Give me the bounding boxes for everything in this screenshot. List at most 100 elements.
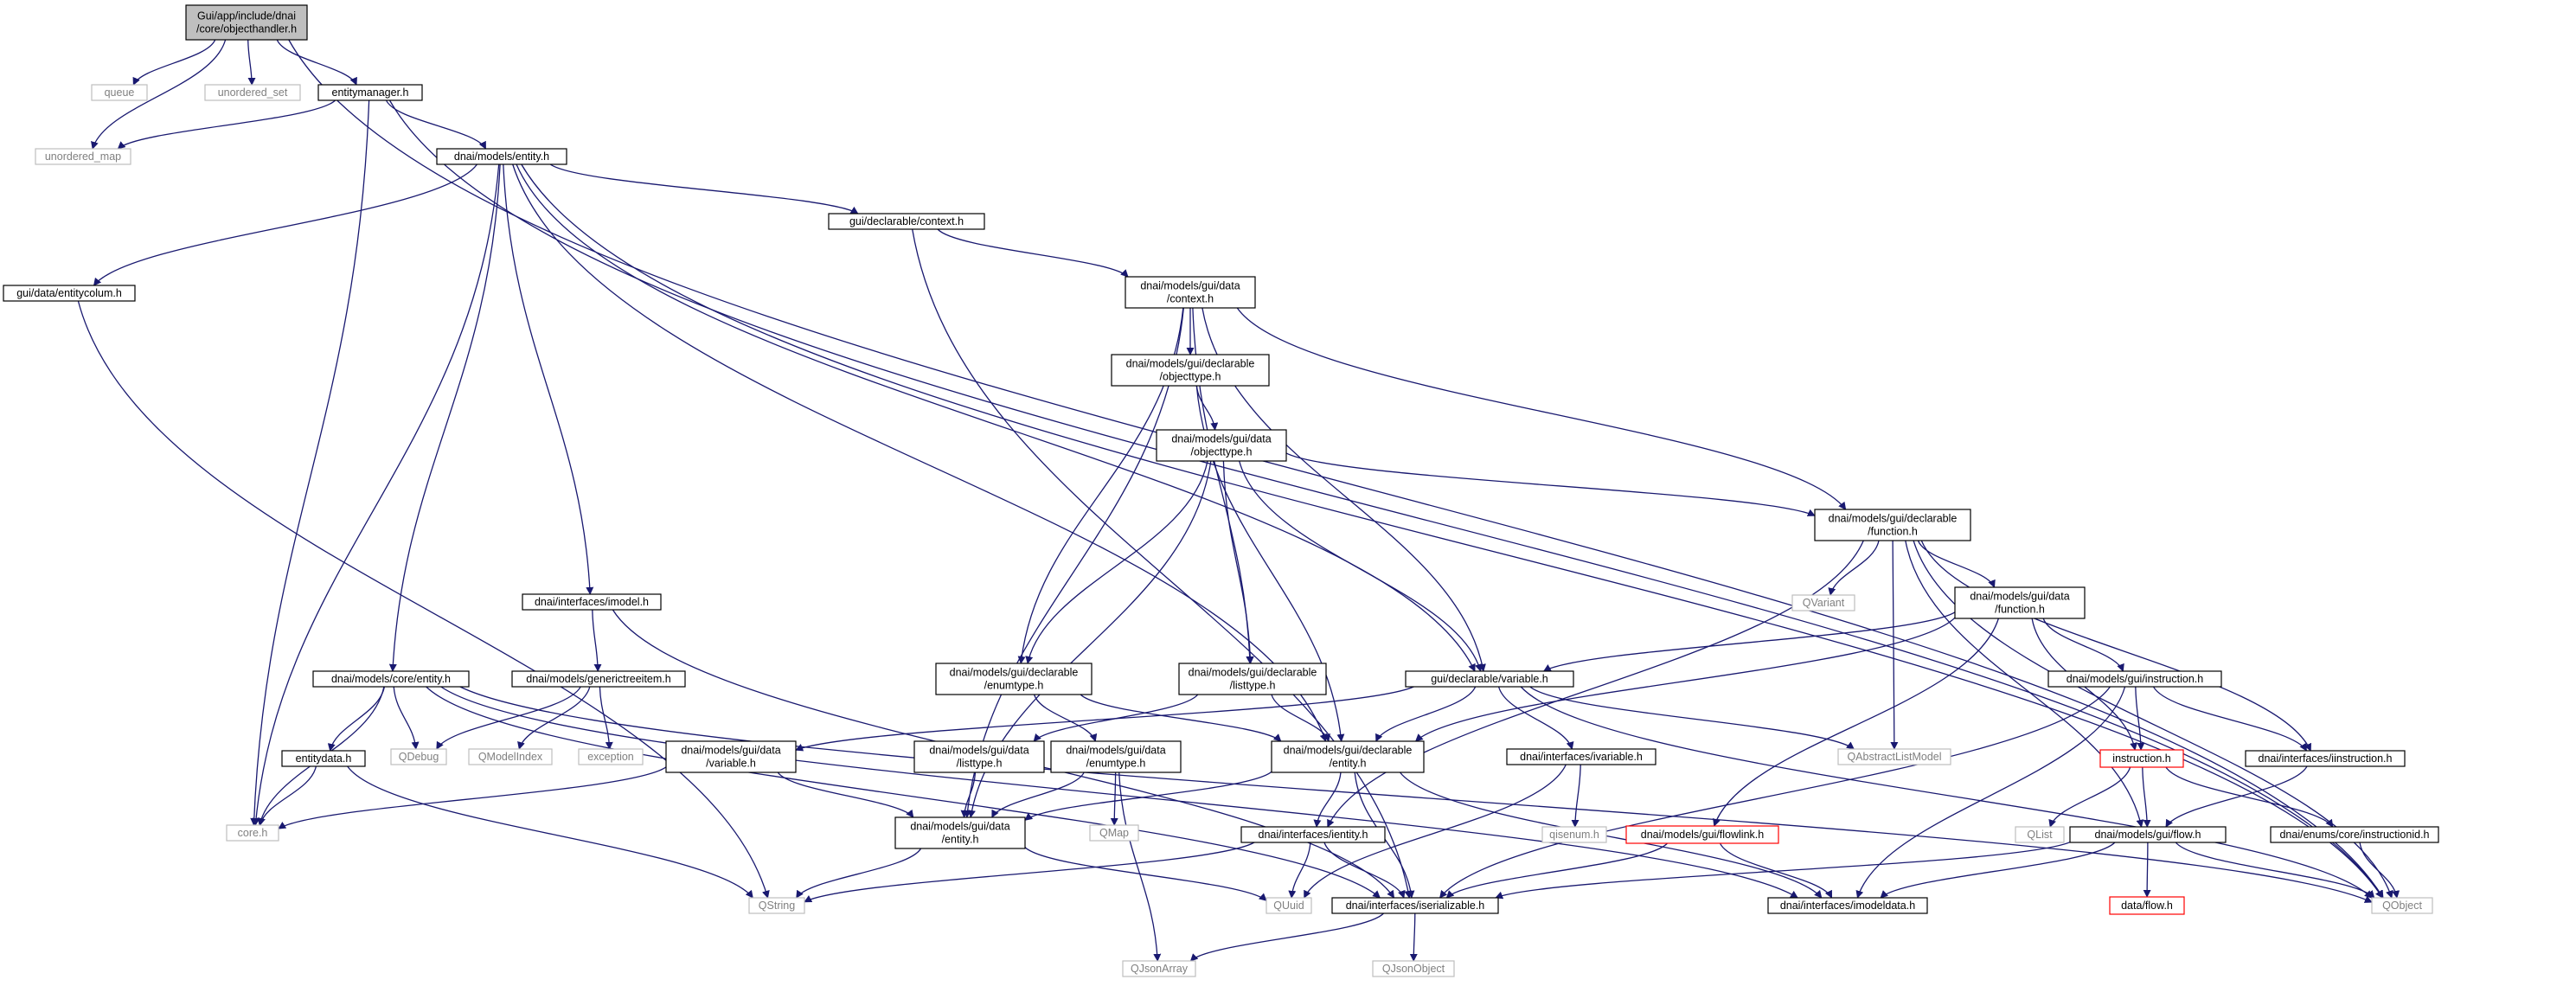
file-node-decl-listtype[interactable]: dnai/models/gui/declarable/listtype.h xyxy=(1178,663,1327,695)
file-node-label: dnai/models/gui/data xyxy=(1970,591,2069,603)
file-node-label: exception xyxy=(587,751,634,763)
file-node-root[interactable]: Gui/app/include/dnai/core/objecthandler.… xyxy=(185,4,308,41)
dependency-edge-core_entity-to-iserializable xyxy=(426,686,1381,899)
file-node-data-function[interactable]: dnai/models/gui/data/function.h xyxy=(1954,586,2086,619)
file-node-label: dnai/models/gui/data xyxy=(929,745,1028,757)
dependency-edge-entitydata-to-core_h xyxy=(258,765,317,826)
file-node-qstring: QString xyxy=(748,897,805,914)
dependency-edge-iinstruction-to-gui_flow xyxy=(2165,765,2308,828)
dependency-edge-entitymanager-to-unordered_map xyxy=(117,99,336,150)
file-node-gui-context[interactable]: gui/declarable/context.h xyxy=(828,213,985,230)
file-node-decl-entity[interactable]: dnai/models/gui/declarable/entity.h xyxy=(1271,740,1425,773)
file-node-label: dnai/models/gui/data xyxy=(681,745,780,757)
dependency-edge-gui_context-to-iserializable xyxy=(912,228,1413,899)
file-node-unordered-map: unordered_map xyxy=(35,148,131,165)
file-node-label: dnai/interfaces/imodel.h xyxy=(535,596,649,608)
file-node-label: QDebug xyxy=(399,751,439,763)
file-node-entitymanager[interactable]: entitymanager.h xyxy=(317,84,423,101)
dependency-edge-root-to-unordered_set xyxy=(247,39,256,86)
file-node-data-entity[interactable]: dnai/models/gui/data/entity.h xyxy=(894,816,1026,849)
file-node-ientity[interactable]: dnai/interfaces/ientity.h xyxy=(1240,826,1386,843)
dependency-edge-models_entity-to-entitycolum xyxy=(93,163,478,286)
file-node-label: QList xyxy=(2027,829,2053,841)
dependency-edge-data_listtype-to-data_entity xyxy=(960,772,977,818)
file-node-label: unordered_map xyxy=(45,150,121,163)
file-node-qjsonarray: QJsonArray xyxy=(1122,960,1196,977)
dependency-edge-models_entity-to-imodel xyxy=(503,163,594,595)
dependency-edge-models_entity-to-core_entity xyxy=(388,163,501,672)
file-node-qmodelindex: QModelIndex xyxy=(468,748,553,765)
dependency-edge-ientity-to-iserializable xyxy=(1323,842,1406,899)
file-node-label: QJsonArray xyxy=(1131,963,1189,975)
dependency-edge-data_function-to-gui_variable xyxy=(1542,611,1956,672)
file-node-label: /listtype.h xyxy=(957,758,1003,770)
file-node-label: /listtype.h xyxy=(1230,680,1276,692)
dependency-edge-root-to-qobject xyxy=(288,39,2384,899)
file-node-gui-flow[interactable]: dnai/models/gui/flow.h xyxy=(2069,826,2227,843)
file-node-label: /objecttype.h xyxy=(1191,446,1253,458)
file-node-label: QUuid xyxy=(1273,900,1304,912)
dependency-edge-ivariable-to-quuid xyxy=(1304,764,1567,899)
dependency-edge-decl_enumtype-to-decl_entity xyxy=(1080,694,1282,742)
dependency-edge-data_objecttype-to-decl_function xyxy=(1285,452,1816,516)
file-node-core-entity[interactable]: dnai/models/core/entity.h xyxy=(312,670,470,688)
dependency-edge-decl_listtype-to-decl_entity xyxy=(1271,694,1330,742)
dependency-edge-entitymanager-to-qobject xyxy=(388,99,2384,899)
dependency-edge-instructionid-to-qobject xyxy=(2359,842,2400,899)
dependency-edge-imodel-to-generictreeitem xyxy=(592,609,602,672)
dependency-edge-root-to-unordered_map xyxy=(91,39,227,150)
file-node-data-enumtype[interactable]: dnai/models/gui/data/enumtype.h xyxy=(1050,740,1182,773)
file-node-ivariable[interactable]: dnai/interfaces/ivariable.h xyxy=(1506,748,1656,765)
file-node-label: data/flow.h xyxy=(2121,900,2173,912)
dependency-edge-decl_entity-to-ientity xyxy=(1313,772,1342,828)
file-node-label: QAbstractListModel xyxy=(1847,751,1941,763)
file-node-data-objecttype[interactable]: dnai/models/gui/data/objecttype.h xyxy=(1156,429,1287,462)
file-node-data-context[interactable]: dnai/models/gui/data/context.h xyxy=(1125,276,1256,309)
file-node-label: /objecttype.h xyxy=(1160,371,1221,383)
dependency-edge-ientity-to-qstring xyxy=(804,842,1255,903)
dependency-edge-gui_context-to-data_context xyxy=(937,228,1129,278)
file-node-data-variable[interactable]: dnai/models/gui/data/variable.h xyxy=(665,740,797,773)
dependency-edge-data_enumtype-to-qjsonarray xyxy=(1118,772,1162,962)
file-node-entitydata[interactable]: entitydata.h xyxy=(281,750,366,767)
file-node-entitycolum[interactable]: gui/data/entitycolum.h xyxy=(3,285,136,302)
dependency-edge-gui_variable-to-decl_entity xyxy=(1375,686,1477,742)
file-node-iserializable[interactable]: dnai/interfaces/iserializable.h xyxy=(1331,897,1499,914)
dependency-edge-data_function-to-gui_instruction xyxy=(2042,618,2124,672)
file-node-data-listtype[interactable]: dnai/models/gui/data/listtype.h xyxy=(913,740,1045,773)
dependency-edge-data_entity-to-qstring xyxy=(796,848,922,899)
dependency-edge-ivariable-to-qisenum xyxy=(1571,764,1581,828)
file-node-label: gui/declarable/context.h xyxy=(849,215,964,227)
dependency-edge-gui_variable-to-qabstractlistmodel xyxy=(1529,686,1855,750)
file-node-label: /core/objecthandler.h xyxy=(196,23,297,35)
dependency-edge-ientity-to-quuid xyxy=(1288,842,1311,899)
dependency-edge-decl_function-to-ientity xyxy=(1327,540,1864,828)
dependency-edge-data_entity-to-quuid xyxy=(1024,847,1267,901)
dependency-edge-gui_variable-to-data_variable xyxy=(795,686,1414,752)
file-node-qjsonobject: QJsonObject xyxy=(1372,960,1455,977)
file-node-imodel[interactable]: dnai/interfaces/imodel.h xyxy=(522,593,662,611)
dependency-edge-core_entity-to-qobject xyxy=(459,686,2373,903)
dependency-edge-generictreeitem-to-qdebug xyxy=(436,686,581,750)
file-node-generictreeitem[interactable]: dnai/models/generictreeitem.h xyxy=(511,670,686,688)
dependency-edge-models_entity-to-qobject xyxy=(521,163,2383,899)
file-node-decl-objecttype[interactable]: dnai/models/gui/declarable/objecttype.h xyxy=(1111,354,1270,387)
file-node-imodeldata[interactable]: dnai/interfaces/imodeldata.h xyxy=(1767,897,1928,914)
file-node-gui-instruction[interactable]: dnai/models/gui/instruction.h xyxy=(2047,670,2222,688)
file-node-gui-variable[interactable]: gui/declarable/variable.h xyxy=(1405,670,1574,688)
dependency-edge-flowlink-to-iserializable xyxy=(1445,842,1668,899)
file-node-decl-enumtype[interactable]: dnai/models/gui/declarable/enumtype.h xyxy=(935,663,1093,695)
dependency-edge-decl_function-to-iinstruction xyxy=(1920,540,2311,752)
file-node-label: QVariant xyxy=(1803,597,1845,609)
file-node-models-entity[interactable]: dnai/models/entity.h xyxy=(436,148,567,165)
dependency-edge-models_entity-to-gui_context xyxy=(549,163,859,214)
file-node-decl-function[interactable]: dnai/models/gui/declarable/function.h xyxy=(1814,509,1971,541)
dependency-edge-gui_instruction-to-iserializable xyxy=(1439,686,2111,899)
file-node-iinstruction[interactable]: dnai/interfaces/iinstruction.h xyxy=(2245,750,2406,767)
file-node-label: instruction.h xyxy=(2112,752,2170,765)
file-node-label: dnai/models/gui/declarable xyxy=(950,667,1079,679)
dependency-edge-models_entity-to-decl_entity xyxy=(512,163,1328,742)
dependency-edge-root-to-queue xyxy=(132,39,216,86)
file-node-label: QModelIndex xyxy=(478,751,543,763)
file-node-instructionid[interactable]: dnai/enums/core/instructionid.h xyxy=(2270,826,2439,843)
